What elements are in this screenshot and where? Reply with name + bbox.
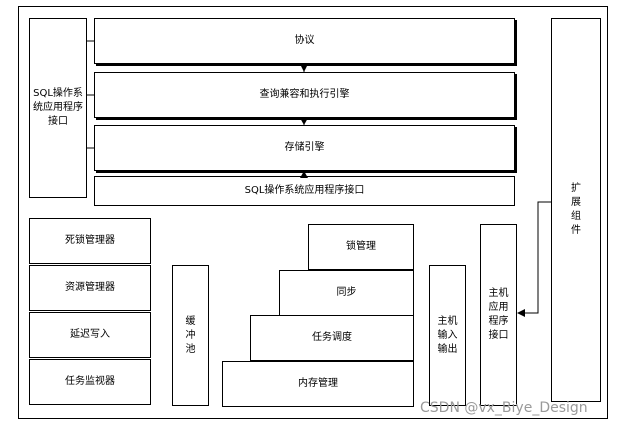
- deadlock-manager-label: 死锁管理器: [65, 235, 115, 246]
- sync-box: 同步: [279, 270, 414, 316]
- sql-os-api-bottom-layer: SQL操作系统应用程序接口: [94, 176, 515, 206]
- task-scheduling-box: 任务调度: [250, 315, 414, 361]
- storage-engine-layer: 存储引擎: [94, 125, 515, 171]
- lazy-writer-label: 延迟写入: [70, 329, 110, 340]
- lock-manager-label: 锁管理: [346, 241, 376, 252]
- query-engine-label: 查询兼容和执行引擎: [259, 89, 350, 100]
- host-io-box: 主机输入输出: [429, 265, 466, 406]
- buffer-pool-label: 缓冲池: [185, 315, 196, 355]
- protocol-layer: 协议: [94, 18, 515, 64]
- extension-component-label: 扩展组件: [571, 183, 581, 236]
- sql-os-api-left-box: SQL操作系统应用程序接口: [29, 18, 87, 198]
- task-monitor-box: 任务监视器: [29, 359, 151, 405]
- sql-os-api-left-label: SQL操作系统应用程序接口: [33, 88, 83, 127]
- deadlock-manager-box: 死锁管理器: [29, 218, 151, 264]
- storage-engine-label: 存储引擎: [284, 142, 325, 153]
- watermark: CSDN @vx_Biye_Design: [420, 400, 588, 416]
- host-app-api-box: 主机应用程序接口: [480, 224, 517, 406]
- outer-frame: [18, 6, 608, 419]
- host-app-api-label: 主机应用程序接口: [488, 288, 509, 341]
- lock-manager-box: 锁管理: [308, 224, 414, 270]
- extension-component-box: 扩展组件: [551, 18, 601, 402]
- buffer-pool-box: 缓冲池: [172, 265, 209, 406]
- resource-manager-label: 资源管理器: [65, 282, 115, 293]
- task-monitor-label: 任务监视器: [65, 376, 115, 387]
- lazy-writer-box: 延迟写入: [29, 312, 151, 358]
- memory-management-label: 内存管理: [298, 378, 338, 389]
- query-engine-layer: 查询兼容和执行引擎: [94, 72, 515, 118]
- memory-management-box: 内存管理: [222, 361, 414, 407]
- host-io-label: 主机输入输出: [437, 315, 458, 355]
- sync-label: 同步: [336, 287, 357, 298]
- protocol-label: 协议: [294, 35, 315, 46]
- sql-os-api-bottom-label: SQL操作系统应用程序接口: [244, 185, 365, 196]
- resource-manager-box: 资源管理器: [29, 265, 151, 311]
- task-scheduling-label: 任务调度: [312, 332, 352, 343]
